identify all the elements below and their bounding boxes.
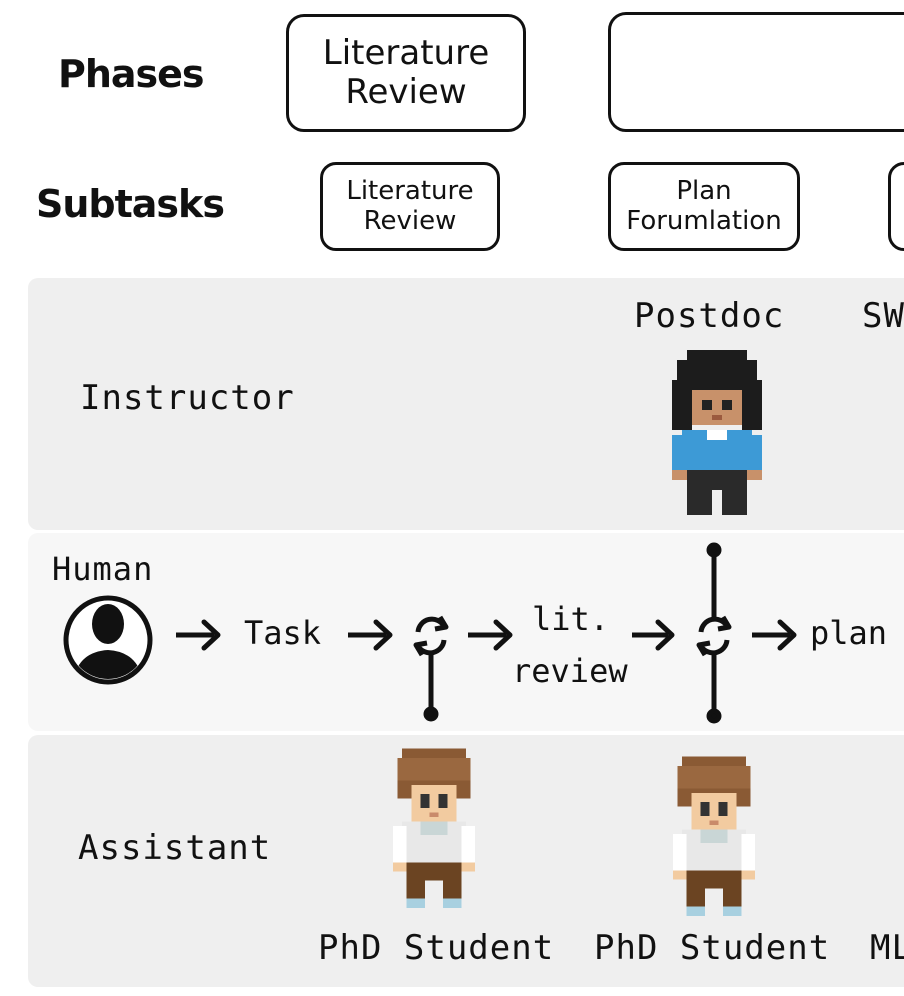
row-label-assistant: Assistant (78, 828, 272, 868)
phd-student-avatar (673, 756, 755, 916)
phase-label: Literature Review (322, 32, 490, 112)
flow-task-label: Task (244, 614, 322, 652)
subtasks-label: Subtasks (36, 182, 225, 226)
subtask-label: Literature Review (346, 175, 474, 236)
refresh-cycle-icon (413, 615, 449, 722)
arrow-right-icon (752, 619, 797, 651)
phd-student-avatar (393, 748, 475, 908)
arrow-right-icon (468, 619, 513, 651)
row-label-instructor: Instructor (80, 378, 295, 418)
arrow-right-icon (348, 619, 393, 651)
postdoc-avatar (672, 350, 762, 515)
agent-label-postdoc: Postdoc (634, 296, 785, 336)
person-silhouette-icon (63, 595, 153, 685)
phase-box-literature-review: Literature Review (286, 14, 526, 132)
subtask-box-literature-review: Literature Review (320, 162, 500, 251)
phase-box-next (608, 12, 904, 132)
agent-label-ml-partial: ML (870, 928, 904, 968)
row-label-human: Human (52, 550, 154, 588)
flow-lit-review-line1: lit. (532, 600, 610, 638)
agent-label-phd-student-1: PhD Student (318, 928, 555, 968)
subtask-box-plan-formulation: Plan Forumlation (608, 162, 800, 251)
flow-plan-label: plan (810, 614, 888, 652)
arrow-right-icon (632, 619, 675, 651)
phases-label: Phases (58, 52, 205, 96)
refresh-cycle-icon (696, 542, 732, 724)
subtask-label: Plan Forumlation (626, 175, 782, 236)
agent-label-sw-partial: SW (862, 296, 904, 336)
agent-label-phd-student-2: PhD Student (594, 928, 831, 968)
human-band (28, 533, 904, 731)
arrow-right-icon (176, 619, 221, 651)
flow-lit-review-line2: review (512, 652, 628, 690)
